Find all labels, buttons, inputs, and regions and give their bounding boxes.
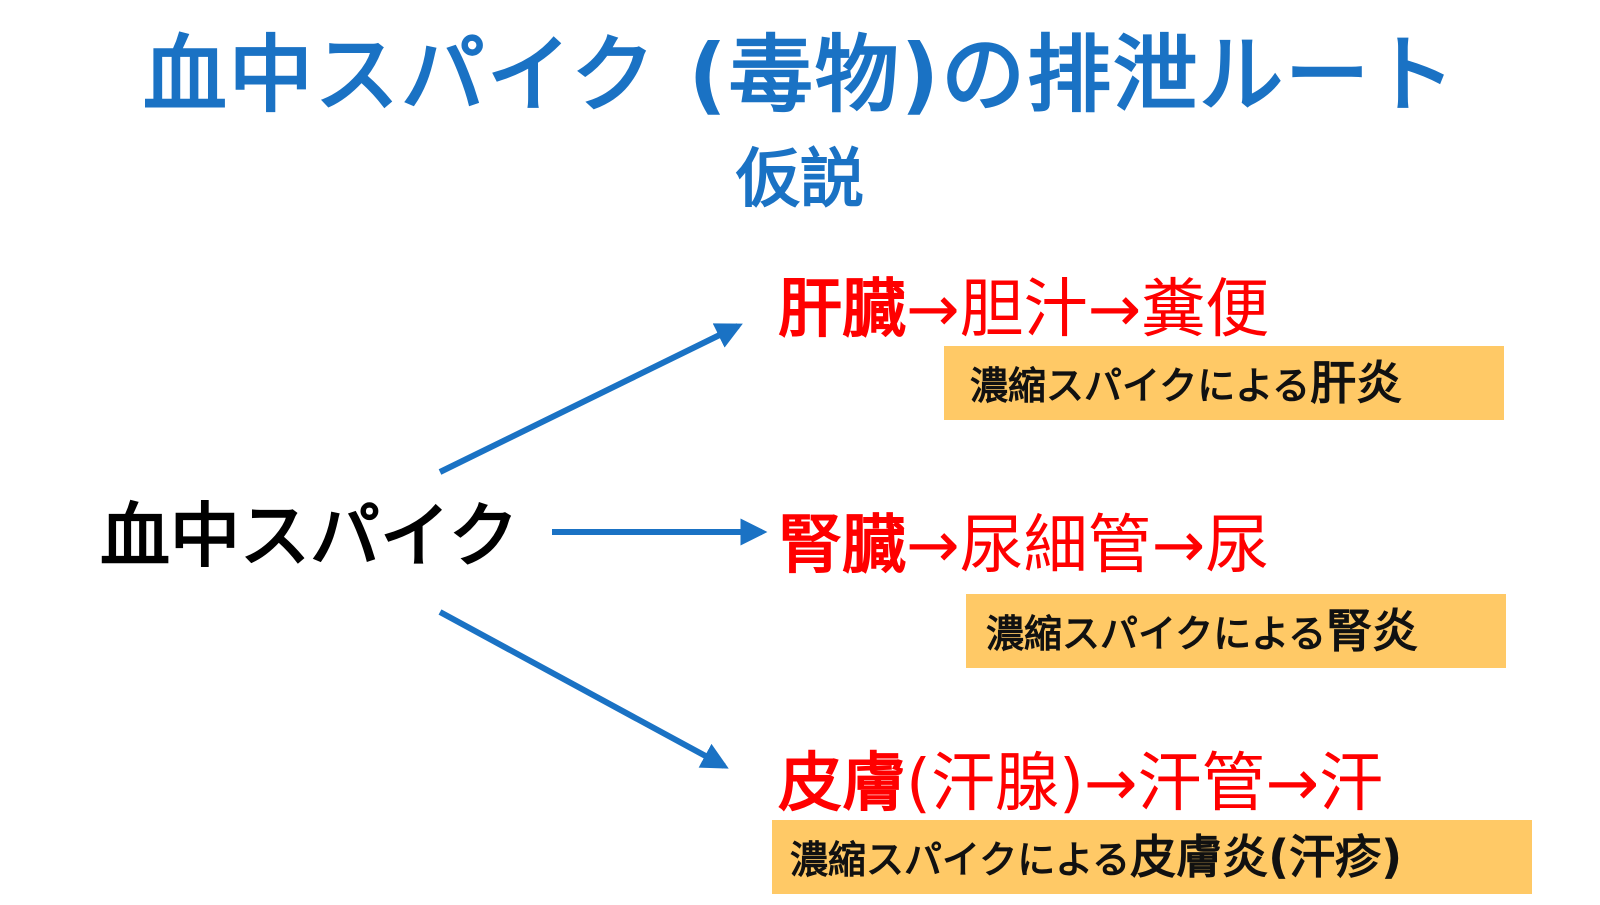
note-skin-disease: 皮膚炎(汗疹) — [1130, 830, 1403, 884]
note-kidney: 濃縮スパイクによる腎炎 — [966, 594, 1506, 668]
path-skin: (汗腺)→汗管→汗 — [906, 747, 1384, 821]
note-kidney-disease: 腎炎 — [1326, 604, 1419, 658]
arrow-to-liver — [438, 323, 743, 475]
page-subtitle: 仮説 — [736, 143, 864, 217]
note-kidney-prefix: 濃縮スパイクによる — [986, 612, 1327, 656]
organ-skin: 皮膚 — [778, 747, 906, 821]
route-kidney: 腎臓→尿細管→尿 — [778, 494, 1269, 586]
path-liver: →胆汁→糞便 — [906, 273, 1270, 347]
note-liver: 濃縮スパイクによる肝炎 — [944, 346, 1504, 420]
page-title: 血中スパイク (毒物)の排泄ルート — [142, 26, 1458, 124]
note-liver-disease: 肝炎 — [1310, 356, 1403, 410]
note-liver-prefix: 濃縮スパイクによる — [970, 364, 1311, 408]
route-liver: 肝臓→胆汁→糞便 — [778, 258, 1269, 350]
route-skin: 皮膚(汗腺)→汗管→汗 — [778, 732, 1383, 824]
organ-liver: 肝臓 — [778, 273, 906, 347]
arrow-to-skin — [438, 609, 729, 769]
organ-kidney: 腎臓 — [778, 509, 906, 583]
note-skin-prefix: 濃縮スパイクによる — [790, 838, 1131, 882]
source-label: 血中スパイク — [100, 495, 519, 577]
note-skin: 濃縮スパイクによる皮膚炎(汗疹) — [772, 820, 1532, 894]
path-kidney: →尿細管→尿 — [906, 509, 1270, 583]
